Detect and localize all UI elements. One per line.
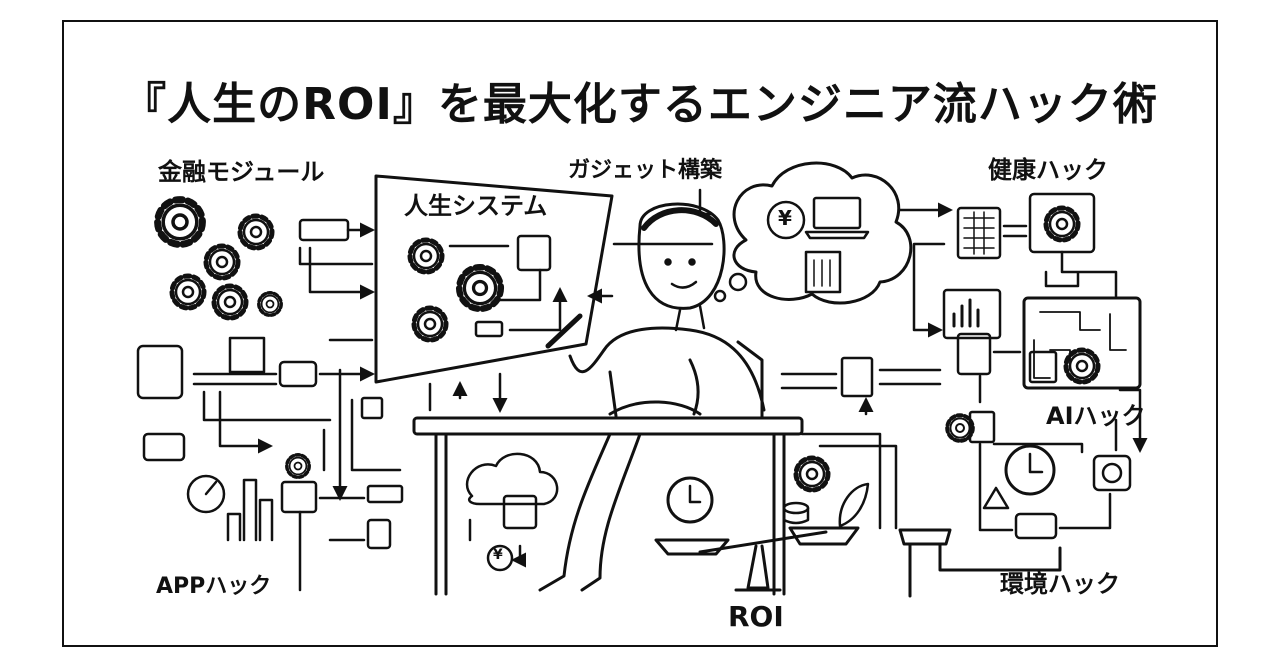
label-gadget-build: ガジェット構築 (568, 158, 723, 183)
ai-map-maze (1033, 311, 1127, 379)
coin-stack-icon (782, 501, 810, 515)
yen-symbol: ¥ (778, 206, 792, 230)
yen-coin-icon (766, 200, 806, 240)
gear-icon (285, 453, 311, 479)
gear-icon (459, 267, 501, 309)
gear-box-icon (280, 480, 318, 514)
yen-symbol: ¥ (493, 547, 503, 563)
board-to-cloud-arrow (590, 188, 714, 296)
gear-icon (410, 240, 442, 272)
bar-chart-icon (226, 478, 274, 542)
page-title: 『人生のROI』を最大化するエンジニア流ハック術 (122, 79, 1158, 130)
router-icon (278, 360, 318, 388)
document-stack-icon (956, 332, 992, 376)
app-flow-lines (298, 368, 366, 592)
camera-icon (142, 432, 186, 462)
life-system-board (374, 174, 614, 384)
server-rack-icon (1028, 350, 1058, 384)
ai-links (912, 242, 1022, 404)
building-icon (804, 250, 842, 294)
circuit-chip-icon (516, 234, 552, 272)
chair (736, 340, 764, 420)
label-finance-module: 金融モジュール (158, 158, 325, 186)
label-life-system: 人生システム (404, 192, 548, 220)
cloud-flow (468, 518, 520, 560)
coin-stack-body (782, 506, 810, 525)
label-roi: ROI (728, 600, 784, 633)
gear-icon (172, 276, 204, 308)
board-bottom-arrows (428, 372, 500, 410)
desk-to-right-pipe (800, 432, 898, 530)
solar-panel-icon (968, 410, 996, 444)
laptop-icon (812, 196, 862, 230)
thermostat-icon (1014, 512, 1058, 540)
gauge-icon (186, 474, 226, 514)
wall-clock-hands (1028, 452, 1044, 474)
label-app-hack: APPハック (156, 574, 272, 599)
chart-screen-bars (952, 298, 980, 328)
left-vertical-lines (202, 390, 332, 446)
gear-icon (214, 286, 246, 318)
gear-icon (206, 246, 238, 278)
document-icon (360, 396, 384, 420)
cpu-chip-icon (502, 494, 538, 530)
gear-icon (158, 200, 203, 245)
circuit-module-icon (298, 218, 350, 242)
wall-clock-icon (1004, 444, 1056, 496)
engineer-figure (545, 202, 766, 418)
warning-icon (982, 486, 1010, 510)
smart-device-icon (1092, 454, 1132, 492)
health-connector (1044, 250, 1118, 298)
gear-icon (257, 291, 283, 317)
circuit-lines (448, 244, 560, 332)
laptop-base (804, 230, 870, 240)
thought-bubble (728, 272, 748, 292)
label-ai-hack: AIハック (1046, 402, 1146, 430)
chart-screen-icon (942, 288, 1002, 340)
clock-hands (688, 484, 702, 504)
environment-links (978, 388, 1140, 532)
city-links (780, 368, 942, 416)
gauge-needle (204, 480, 218, 496)
clock-icon (666, 476, 714, 524)
thought-cloud (732, 161, 913, 305)
gear-icon (1046, 208, 1078, 240)
thought-bubble (713, 289, 727, 303)
label-health-hack: 健康ハック (988, 156, 1108, 184)
battery-icon (366, 484, 404, 504)
control-panel-icon (956, 206, 1002, 260)
gear-icon (414, 308, 446, 340)
legs (538, 432, 642, 592)
balance-scale (654, 526, 860, 592)
gear-icon (796, 458, 828, 490)
finance-flow (298, 246, 372, 292)
server-building-icon (228, 336, 266, 374)
smart-device-lens (1101, 462, 1123, 484)
illustration-frame (62, 20, 1218, 647)
pipe-outlet (898, 528, 1062, 598)
chip-icon (474, 320, 504, 338)
cloud-icon (465, 452, 559, 506)
power-plug-icon (366, 518, 392, 550)
ai-map-panel (1022, 296, 1142, 390)
left-bus-lines (192, 374, 372, 384)
city-building-icon (840, 356, 874, 398)
control-panel-grid (963, 211, 995, 255)
gear-icon (1066, 350, 1098, 382)
gear-icon (240, 216, 272, 248)
label-environment-hack: 環境ハック (1000, 570, 1120, 598)
building-windows (813, 259, 831, 287)
tablet-icon (136, 344, 184, 400)
plant-leaf-icon (838, 482, 870, 528)
health-links (898, 210, 1028, 238)
health-gear-panel (1028, 192, 1096, 254)
desk (412, 416, 804, 596)
left-to-board-arrows (328, 338, 460, 472)
